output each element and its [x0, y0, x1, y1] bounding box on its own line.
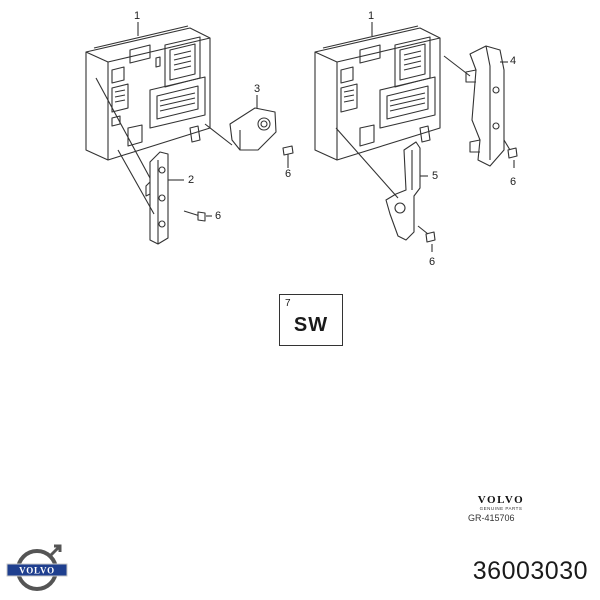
- volvo-iron-mark-icon: VOLVO: [6, 544, 68, 591]
- long-mounting-bracket: [385, 141, 421, 241]
- callout-left-module: 1: [134, 10, 141, 22]
- small-bracket: [229, 107, 277, 151]
- callout-right-bracket: 4: [510, 55, 517, 67]
- software-box-number: 7: [285, 298, 291, 309]
- screw-long-bracket: [417, 225, 436, 243]
- software-box: 7 SW: [279, 294, 343, 346]
- right-mounting-bracket: [465, 45, 505, 167]
- callout-long-bracket: 5: [432, 170, 439, 182]
- callout-screw-left-bracket: 6: [215, 210, 222, 222]
- software-label: SW: [293, 314, 329, 336]
- logo-wordmark: VOLVO: [19, 566, 55, 576]
- part-number: 36003030: [472, 557, 588, 585]
- screw-left-bracket: [183, 210, 206, 222]
- diagram-reference-code: GR-415706: [468, 513, 515, 523]
- left-mounting-bracket: [145, 151, 169, 245]
- callout-left-bracket: 2: [188, 174, 195, 186]
- callout-right-module: 1: [368, 10, 375, 22]
- callout-small-bracket: 3: [254, 83, 261, 95]
- right-control-module: [314, 25, 441, 161]
- callout-screw-long-bracket: 6: [429, 256, 436, 268]
- screw-small-bracket: [282, 145, 294, 162]
- brand-subline: GENUINE PARTS: [479, 506, 523, 511]
- brand-wordmark: VOLVO: [477, 494, 525, 506]
- left-control-module: [85, 25, 211, 161]
- callout-screw-small-bracket: 6: [285, 168, 292, 180]
- screw-right-bracket: [503, 139, 518, 159]
- callout-screw-right-bracket: 6: [510, 176, 517, 188]
- brand-mark: VOLVO GENUINE PARTS: [470, 494, 532, 511]
